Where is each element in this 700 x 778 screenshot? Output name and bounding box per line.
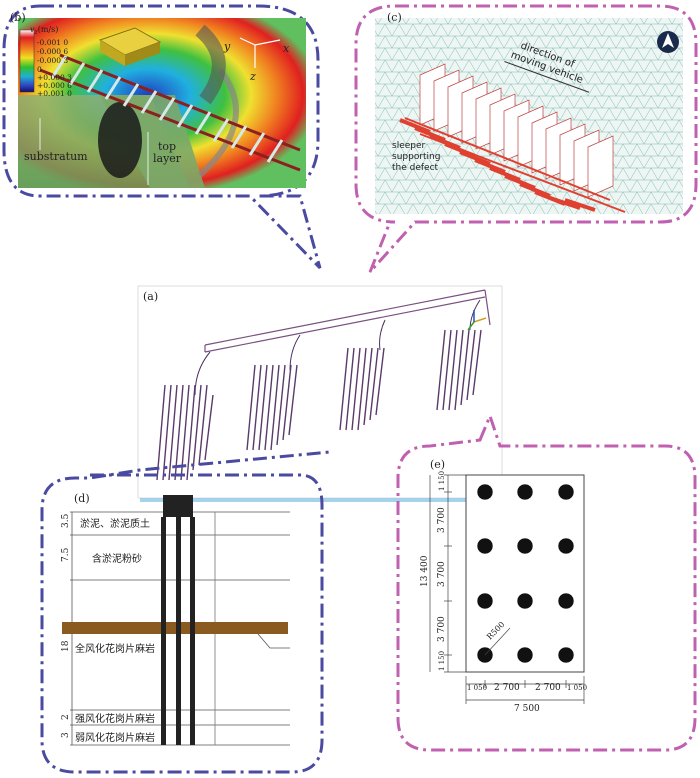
pile-circles [476,483,575,664]
axis-x-label: x [283,42,290,55]
vertical-dim-labels: 1 150 3 700 3 700 3 700 1 150 [437,471,447,671]
panel-a: (a) [137,285,503,502]
panel-c-label: (c) [387,11,402,24]
sleeper-label-2: supporting [392,152,440,162]
vertical-dim: 1 150 [438,651,446,671]
pile-group-2 [246,364,298,451]
layer-name-labels: 淤泥、淤泥质土 含淤泥粉砂 全风化花岗片麻岩 强风化花岗片麻岩 弱风化花岗片麻岩 [75,517,155,744]
piles [161,517,195,745]
track-sleepers [50,55,284,163]
wave-front-inner [195,24,226,105]
bridge-deck [204,289,491,353]
panel-b: (b) vz(m/s) -0.001 0 -0.000 6 -0.000 3 0… [2,4,322,270]
panel-a-label: (a) [143,290,158,303]
layer-name: 淤泥、淤泥质土 [80,517,150,530]
vertical-dim: 3 700 [437,507,447,533]
legend-value: +0.000 3 [37,73,72,82]
dimension-lines [429,474,585,704]
legend-value: -0.000 3 [37,56,68,65]
pile-group-3 [339,347,385,431]
slope-edge [257,633,290,649]
legend-value: -0.000 6 [37,47,68,56]
axis-y-label: y [223,40,231,53]
panel-d: (d) 3.5 7.5 18 2 3 淤泥、淤泥质土 含淤泥粉砂 全风化花岗片麻… [40,450,331,774]
pile-group-1 [156,384,214,481]
legend-colorbar [19,29,35,93]
vertical-dim: 3 700 [437,616,447,642]
panel-d-bubble [40,450,331,774]
panel-d-label: (d) [74,492,90,505]
panel-e-bubble [396,411,697,752]
layer-name: 弱风化花岗片麻岩 [75,731,155,744]
compass-arrow [662,33,674,48]
radius-leader [484,627,511,656]
pile-cap [163,495,193,517]
bedrock-band [62,622,288,634]
legend-value: -0.001 0 [37,38,68,47]
panel-b-bubble [2,4,322,270]
pile-group-4 [436,329,482,411]
vertical-dim: 1 150 [438,471,446,491]
layer-name: 含淤泥粉砂 [92,552,142,565]
layer-thickness: 2 [61,714,71,720]
layer-thickness: 3.5 [61,513,71,528]
panel-e: (e) 13 400 1 150 3 700 3 700 3 700 1 150… [396,411,697,752]
layer-thickness: 18 [61,640,71,652]
axis-z-label: z [249,70,256,83]
sleeper-label-3: the defect [392,163,439,173]
horizontal-dim: 2 700 [494,683,520,693]
direction-arrow [504,61,590,93]
top-layer-label-1: top [158,140,176,153]
substratum-label: substratum [24,150,88,163]
legend-value: 0 [37,65,42,74]
layer-name: 全风化花岗片麻岩 [75,642,155,655]
layer-thickness: 3 [61,732,71,738]
wave-front [197,68,239,178]
axes-triad [239,37,281,68]
rails-red [404,117,626,213]
defect-void [98,102,142,178]
vertical-dim: 3 700 [437,561,447,587]
legend-values: -0.001 0 -0.000 6 -0.000 3 0 +0.000 3 +0… [37,38,72,98]
vehicle-block-side [100,40,125,66]
panel-c: (c) direction of moving vehicle sleeper … [354,4,698,274]
pile-cap-plan [465,474,585,673]
panel-b-label: (b) [10,11,26,24]
panel-e-label: (e) [430,458,445,471]
legend-title: vz(m/s) [30,25,58,36]
horizontal-dim: 1 050 [567,684,587,692]
legend-value: +0.000 6 [37,81,72,90]
horizontal-dim: 2 700 [535,683,561,693]
panel-c-bubble [354,4,698,274]
top-layer-label-2: layer [153,152,182,165]
total-width-label: 7 500 [514,704,540,714]
horizontal-dim-labels: 1 050 2 700 2 700 1 050 [467,683,587,693]
layer-thickness-labels: 3.5 7.5 18 2 3 [61,513,71,738]
axis-icon [467,310,487,331]
total-height-label: 13 400 [420,555,430,587]
legend-value: +0.001 0 [37,89,72,98]
wheel-load-planes [419,63,614,198]
layer-name: 强风化花岗片麻岩 [75,712,155,725]
vehicle-block-front [125,42,160,66]
layer-thickness: 7.5 [61,547,71,562]
horizontal-dim: 1 050 [467,684,487,692]
sleeper-label-1: sleeper [392,141,426,151]
